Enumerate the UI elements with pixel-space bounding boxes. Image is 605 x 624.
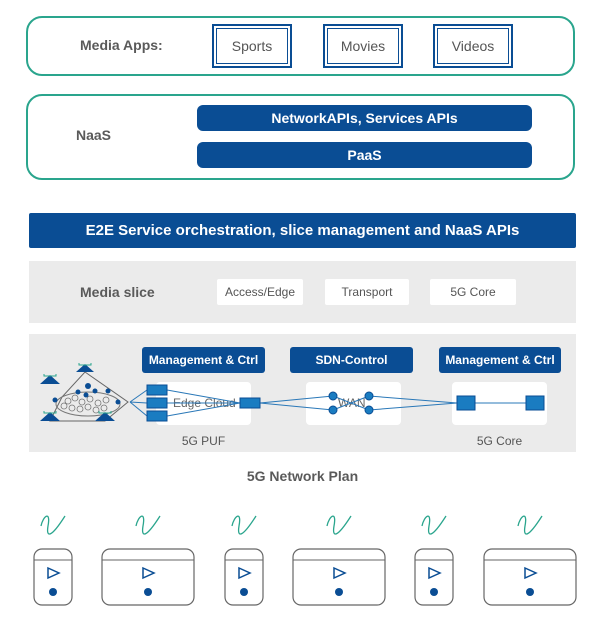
device-frame xyxy=(101,548,195,606)
home-button-icon xyxy=(240,588,248,596)
slice-5g-core[interactable]: 5G Core xyxy=(430,279,516,305)
naas-label: NaaS xyxy=(76,127,112,143)
device-tablet[interactable] xyxy=(292,515,386,606)
play-icon xyxy=(333,566,347,580)
wan-label: WAN xyxy=(338,396,366,410)
network-plan-title: 5G Network Plan xyxy=(246,468,359,484)
wireless-signal-icon xyxy=(421,515,447,535)
network-services-apis-layer[interactable]: NetworkAPIs, Services APIs xyxy=(197,105,532,131)
devices-group xyxy=(33,515,577,606)
media-slice-label: Media slice xyxy=(80,284,155,300)
device-tablet[interactable] xyxy=(483,515,577,606)
edge-cloud-label: Edge Cloud xyxy=(173,396,236,410)
device-frame xyxy=(33,548,73,606)
device-phone[interactable] xyxy=(224,515,264,606)
device-frame xyxy=(414,548,454,606)
sdn-control[interactable]: SDN-Control xyxy=(290,347,413,373)
app-sports[interactable]: Sports xyxy=(212,24,292,68)
core-caption: 5G Core xyxy=(476,434,523,448)
home-button-icon xyxy=(49,588,57,596)
orchestration-banner[interactable]: E2E Service orchestration, slice managem… xyxy=(29,213,576,248)
device-tablet[interactable] xyxy=(101,515,195,606)
puf-caption: 5G PUF xyxy=(181,434,226,448)
app-videos[interactable]: Videos xyxy=(433,24,513,68)
wireless-signal-icon xyxy=(135,515,161,535)
app-movies-label: Movies xyxy=(327,28,399,64)
play-icon xyxy=(47,566,61,580)
wireless-signal-icon xyxy=(326,515,352,535)
core-card xyxy=(452,382,547,425)
device-phone[interactable] xyxy=(414,515,454,606)
app-videos-label: Videos xyxy=(437,28,509,64)
wireless-signal-icon xyxy=(40,515,66,535)
app-sports-label: Sports xyxy=(216,28,288,64)
home-button-icon xyxy=(526,588,534,596)
play-icon xyxy=(524,566,538,580)
slice-access-edge[interactable]: Access/Edge xyxy=(217,279,303,305)
device-phone[interactable] xyxy=(33,515,73,606)
home-button-icon xyxy=(430,588,438,596)
home-button-icon xyxy=(335,588,343,596)
app-movies[interactable]: Movies xyxy=(323,24,403,68)
play-icon xyxy=(238,566,252,580)
wireless-signal-icon xyxy=(517,515,543,535)
wireless-signal-icon xyxy=(231,515,257,535)
play-icon xyxy=(142,566,156,580)
core-management-ctrl[interactable]: Management & Ctrl xyxy=(439,347,561,373)
device-frame xyxy=(224,548,264,606)
slice-transport[interactable]: Transport xyxy=(325,279,409,305)
media-apps-label: Media Apps: xyxy=(80,37,163,53)
edge-management-ctrl[interactable]: Management & Ctrl xyxy=(142,347,265,373)
device-frame xyxy=(483,548,577,606)
device-frame xyxy=(292,548,386,606)
home-button-icon xyxy=(144,588,152,596)
paas-layer[interactable]: PaaS xyxy=(197,142,532,168)
play-icon xyxy=(428,566,442,580)
